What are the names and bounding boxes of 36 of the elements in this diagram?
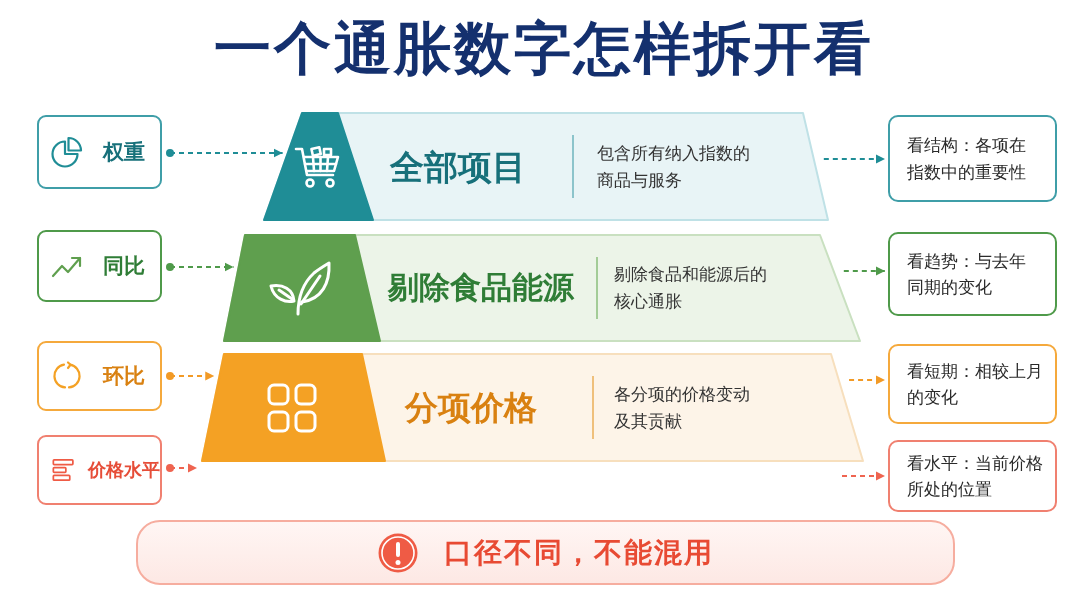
metric-box bbox=[37, 341, 162, 411]
tier-description: 包含所有纳入指数的商品与服务 bbox=[597, 141, 751, 192]
note-box bbox=[888, 115, 1057, 202]
dashed-arrow bbox=[848, 375, 886, 385]
diagram-title: 一个通胀数字怎样拆开看 bbox=[213, 14, 875, 83]
metric-label: 价格水平 bbox=[88, 458, 160, 482]
dashed-arrow bbox=[166, 371, 216, 381]
note-text: 看水平：当前价格所处的位置 bbox=[907, 451, 1044, 501]
note-text: 看短期：相较上月的变化 bbox=[907, 359, 1044, 409]
metric-box bbox=[37, 435, 162, 505]
metric-label: 同比 bbox=[103, 253, 145, 280]
metric-box bbox=[37, 115, 162, 189]
tier-description: 各分项的价格变动及其贡献 bbox=[614, 382, 751, 433]
note-box bbox=[888, 232, 1057, 316]
warning-banner bbox=[136, 520, 955, 585]
pyramid-tier bbox=[262, 111, 830, 222]
dashed-arrow bbox=[166, 262, 235, 272]
note-box bbox=[888, 344, 1057, 424]
dashed-arrow bbox=[166, 463, 198, 473]
metric-box bbox=[37, 230, 162, 302]
pyramid-tier bbox=[200, 352, 865, 463]
metric-label: 环比 bbox=[103, 363, 145, 390]
dashed-arrow bbox=[842, 266, 886, 276]
note-box bbox=[888, 440, 1057, 512]
pyramid-tier bbox=[222, 233, 862, 343]
metric-label: 权重 bbox=[103, 139, 145, 166]
dashed-arrow bbox=[841, 471, 886, 481]
dashed-arrow bbox=[166, 148, 284, 158]
note-text: 看趋势：与去年同期的变化 bbox=[907, 249, 1027, 299]
warning-text: 口径不同，不能混用 bbox=[443, 534, 714, 571]
dashed-arrow bbox=[822, 154, 886, 164]
tier-title: 分项价格 bbox=[405, 387, 537, 428]
tier-title: 全部项目 bbox=[390, 146, 526, 187]
tier-description: 剔除食品和能源后的核心通胀 bbox=[614, 262, 768, 313]
note-text: 看结构：各项在指数中的重要性 bbox=[907, 134, 1027, 184]
tier-title: 剔除食品能源 bbox=[388, 269, 574, 307]
